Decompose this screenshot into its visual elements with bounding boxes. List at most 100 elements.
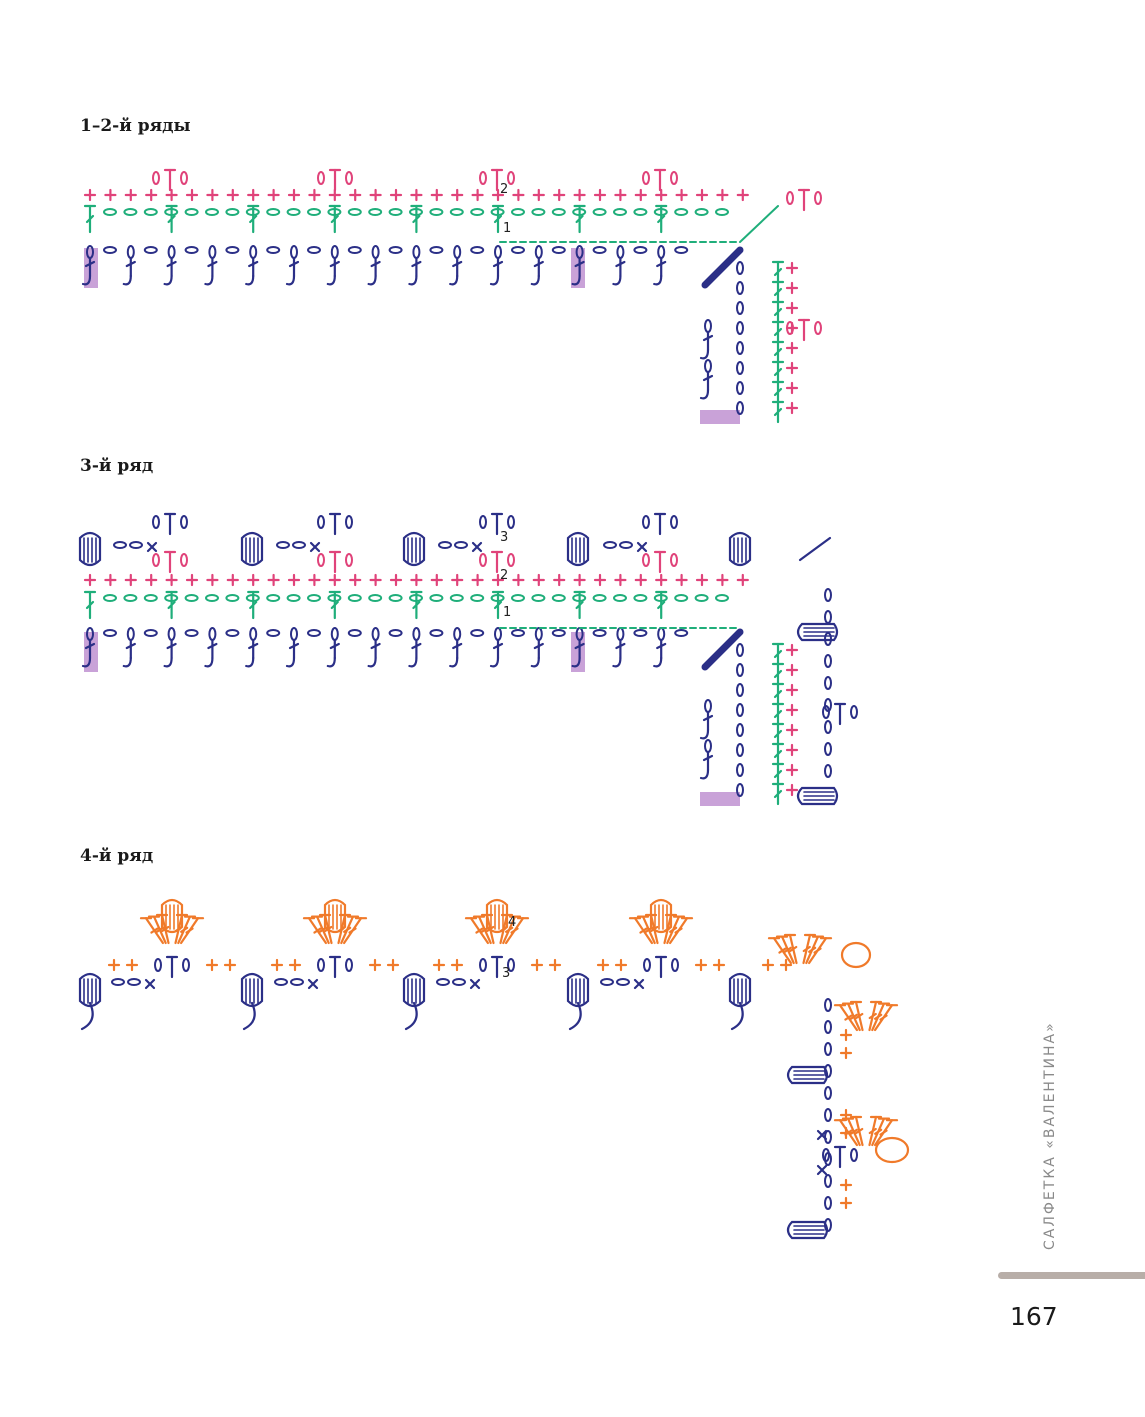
- fan-stitch: [833, 1000, 899, 1032]
- page-bar: [998, 1272, 1145, 1279]
- picot: [479, 955, 515, 979]
- cluster-stitch: [240, 531, 264, 567]
- chain-stitch: [438, 541, 452, 549]
- sc-stitch: [309, 541, 321, 553]
- chain-stitch: [479, 553, 487, 567]
- chain-stitch: [371, 627, 380, 641]
- picot: [479, 512, 515, 536]
- dc-stitch: [655, 204, 668, 234]
- fan-stitch: [628, 913, 694, 945]
- dc-stitch: [771, 682, 785, 706]
- dc-stitch: [328, 590, 341, 620]
- sc-stitch: [146, 541, 158, 553]
- sc-stitch: [785, 643, 799, 657]
- sc-stitch: [165, 188, 178, 202]
- sc-stitch: [432, 958, 446, 972]
- tr-stitch: [612, 245, 626, 286]
- chain-stitch: [345, 958, 353, 972]
- fan-stitch: [139, 913, 205, 945]
- chain-stitch: [276, 541, 290, 549]
- sc-stitch: [785, 723, 799, 737]
- chain-stitch: [436, 978, 450, 986]
- chain-stitch: [126, 627, 135, 641]
- tr-stitch: [122, 245, 136, 286]
- chain-stitch: [616, 245, 625, 259]
- dc-stitch: [247, 590, 260, 620]
- chain-stitch: [824, 1174, 832, 1188]
- chain-stitch: [208, 627, 217, 641]
- chain-stitch: [368, 208, 383, 216]
- tr-stitch: [449, 627, 463, 668]
- sc-stitch: [553, 188, 566, 202]
- cluster-stitch: [566, 531, 590, 567]
- tr-stitch: [612, 627, 626, 668]
- chain-stitch: [143, 208, 158, 216]
- cluster-stitch: [78, 531, 102, 567]
- chain-stitch: [152, 553, 160, 567]
- page-number: 167: [1010, 1302, 1058, 1331]
- chain-stitch: [453, 245, 462, 259]
- chain-stitch: [205, 208, 219, 216]
- sc-stitch: [107, 958, 121, 972]
- chain-stitch: [736, 703, 744, 717]
- chain-stitch: [633, 629, 648, 637]
- cluster-stitch: [402, 531, 426, 567]
- sc-stitch: [694, 958, 708, 972]
- chain-stitch: [786, 191, 794, 205]
- sc-stitch: [675, 188, 688, 202]
- chain-stitch: [368, 594, 383, 602]
- tr-stitch: [245, 245, 259, 286]
- sc-stitch: [614, 958, 628, 972]
- chain-stitch: [642, 171, 650, 185]
- chain-stitch: [736, 783, 744, 797]
- sc-stitch: [675, 573, 688, 587]
- sc-stitch: [785, 743, 799, 757]
- sc-stitch: [308, 188, 321, 202]
- sc-stitch: [349, 573, 362, 587]
- chain-stitch: [429, 629, 444, 637]
- chain-stitch: [429, 208, 444, 216]
- dc-stitch: [771, 722, 785, 746]
- chain-stitch: [409, 208, 423, 216]
- sc-stitch: [596, 958, 610, 972]
- sc-stitch: [124, 573, 137, 587]
- chain-stitch: [184, 594, 199, 602]
- chain-stitch: [307, 629, 321, 637]
- sc-stitch: [785, 703, 799, 717]
- sc-stitch: [389, 573, 403, 587]
- picot: [786, 318, 822, 342]
- tr-stitch: [285, 627, 300, 668]
- chain-stitch: [642, 553, 650, 567]
- picot: [643, 955, 679, 979]
- tr-stitch: [653, 245, 667, 286]
- tr-stitch: [367, 245, 381, 286]
- sc-stitch: [288, 958, 302, 972]
- chain-stitch: [454, 541, 468, 549]
- picot: [822, 702, 858, 726]
- chain-stitch: [494, 627, 502, 641]
- chain-stitch: [167, 627, 176, 641]
- sc-stitch: [430, 188, 443, 202]
- sc-stitch: [267, 573, 280, 587]
- chain-stitch: [551, 208, 566, 216]
- sc-stitch: [185, 573, 199, 587]
- chain-stitch: [184, 629, 199, 637]
- chain-stitch: [824, 1042, 832, 1056]
- sc-stitch: [104, 188, 117, 202]
- orange-cluster: [874, 1136, 910, 1164]
- sc-stitch: [839, 1178, 853, 1192]
- sc-stitch: [816, 1164, 828, 1176]
- chain-stitch: [572, 208, 587, 216]
- chain-stitch: [123, 208, 138, 216]
- chain-stitch: [470, 246, 485, 254]
- chain-stitch: [670, 515, 678, 529]
- tr-stitch: [571, 627, 585, 668]
- chain-stitch: [86, 245, 94, 259]
- sc-stitch: [144, 978, 156, 990]
- crochet-diagram-rows-1-2: 21: [81, 168, 822, 424]
- chain-stitch: [347, 629, 362, 637]
- sc-stitch: [633, 978, 645, 990]
- chain-stitch: [736, 401, 744, 415]
- chain-stitch: [127, 978, 141, 986]
- sc-stitch: [530, 958, 544, 972]
